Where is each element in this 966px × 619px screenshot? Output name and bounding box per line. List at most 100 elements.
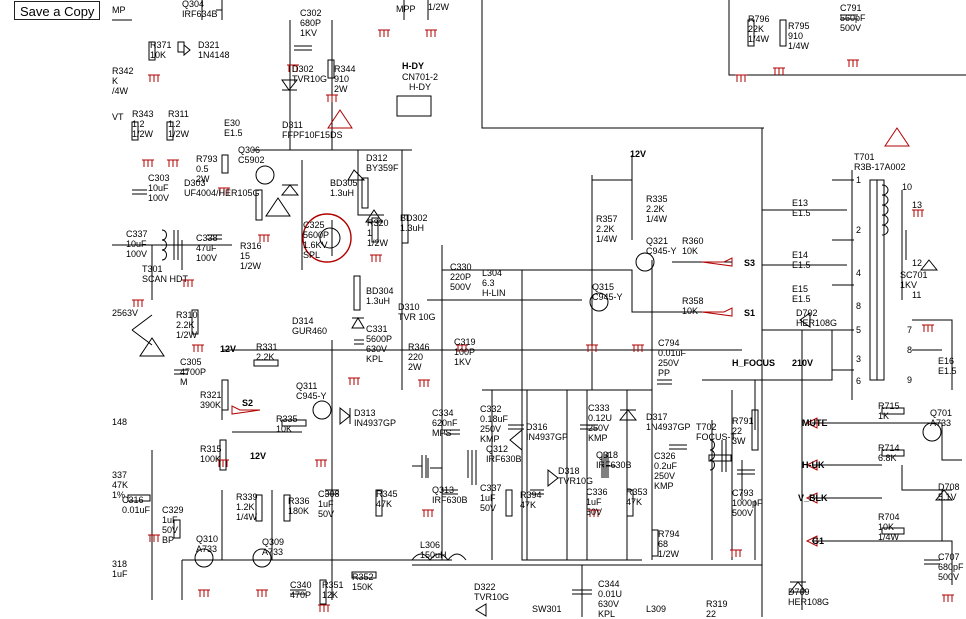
component-label-line: E1.5 — [792, 260, 811, 270]
component-label-line: R353 — [626, 487, 648, 497]
component-label-line: 1% — [112, 490, 125, 500]
component-label-line: R371 — [150, 40, 172, 50]
component-label-line: 1N4937GP — [646, 422, 691, 432]
component-label-line: E16 — [938, 356, 954, 366]
component-label-line: /4W — [112, 86, 129, 96]
component-label-line: 1.3uH — [366, 296, 390, 306]
component-label-line: D702 — [796, 308, 818, 318]
component-label-line: 47K — [520, 500, 536, 510]
component-label-line: C333 — [588, 403, 610, 413]
transformer-pin-label: 13 — [912, 200, 922, 210]
component-label-line: T301 — [142, 264, 163, 274]
component-label-line: E1.5 — [224, 128, 243, 138]
component-label-line: 2563V — [112, 308, 138, 318]
ground-symbols — [132, 29, 954, 612]
component-label-line: E13 — [792, 198, 808, 208]
component-label-line: 3W — [732, 436, 746, 446]
component-label-line: 47K — [626, 497, 642, 507]
component-label-line: 15 — [240, 251, 250, 261]
component-label-line: 22 — [732, 426, 742, 436]
component-label-line: 2W — [408, 362, 422, 372]
component-label-n12v: 1/2W — [428, 2, 450, 12]
component-label-line: C308 — [318, 489, 340, 499]
net-label: G1 — [812, 536, 824, 546]
component-label-line: C303 — [148, 173, 170, 183]
schematic-drawing: C302680P1KVR3449102WD302TVR10GQ304IRF634… — [112, 0, 966, 619]
component-label-line: C5902 — [238, 155, 265, 165]
component-label-line: 1uF — [112, 569, 128, 579]
component-label-line: 910 — [788, 31, 803, 41]
component-label-line: 250V — [480, 424, 501, 434]
net-label: H_FOCUS — [732, 358, 775, 368]
component-label-line: C331 — [366, 324, 388, 334]
component-label-line: 630V — [598, 599, 619, 609]
component-label-line: Q311 — [296, 381, 317, 391]
component-label-line: IRF630B — [596, 460, 632, 470]
component-label-line: A733 — [196, 544, 217, 554]
component-label-line: C344 — [598, 579, 620, 589]
net-label: H-UK — [802, 460, 825, 470]
component-label-line: 337 — [112, 470, 127, 480]
component-label-line: R793 — [196, 154, 218, 164]
component-label-line: VT — [112, 112, 124, 122]
component-label-line: 500V — [450, 282, 471, 292]
transformer-pin-label: 3 — [856, 354, 861, 364]
component-label-line: 10K — [682, 306, 698, 316]
component-label-line: R335 — [276, 414, 298, 424]
net-label: MPP — [396, 4, 416, 14]
component-label-line: 150uH — [420, 550, 447, 560]
component-label-line: 1uF — [318, 499, 334, 509]
save-a-copy-button[interactable]: Save a Copy — [14, 1, 101, 20]
component-label-line: 10uF — [126, 239, 147, 249]
component-label-line: FFPF10F15DS — [282, 130, 343, 140]
transformer-pin-label: 9 — [907, 375, 912, 385]
component-label-line: 1/2W — [367, 238, 389, 248]
component-label-line: R335 — [646, 194, 668, 204]
component-label-line: 22 — [706, 609, 716, 619]
component-label-l309: L309 — [646, 604, 666, 614]
component-label-line: H-LIN — [482, 288, 506, 298]
component-label-line: R339 — [236, 492, 258, 502]
transformer-pin-label: 4 — [856, 268, 861, 278]
component-label-line: Q312 — [486, 444, 508, 454]
component-label-line: Q318 — [596, 450, 618, 460]
component-label-line: 250V — [588, 423, 609, 433]
component-label-line: 1KV — [900, 280, 917, 290]
component-label-line: C334 — [432, 408, 454, 418]
component-label-line: BD304 — [366, 286, 394, 296]
component-label-line: R331 — [256, 342, 278, 352]
component-label-line: 0.01uF — [122, 505, 151, 515]
component-label-line: 220 — [408, 352, 423, 362]
component-label-line: 2.2K — [646, 204, 665, 214]
component-label-line: 1.6KV — [303, 240, 328, 250]
component-label-line: 1/4W — [748, 34, 770, 44]
component-label-line: KMP — [654, 481, 674, 491]
component-label-line: E14 — [792, 250, 808, 260]
component-label-line: 148 — [112, 417, 127, 427]
component-label-line: 390K — [200, 400, 221, 410]
